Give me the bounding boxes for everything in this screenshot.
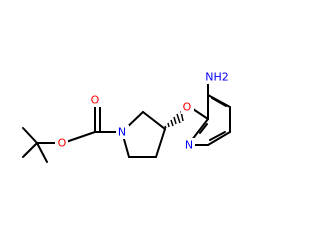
bond-pyr-inner-3	[199, 123, 208, 134]
carbonyl-oxygen-text: O	[91, 94, 100, 107]
bond-ring-c2-c3	[142, 111, 166, 130]
ester-oxygen-label: O	[55, 136, 68, 150]
ether-oxygen-label: O	[181, 100, 194, 114]
bond-ring-c3-c4	[155, 128, 166, 158]
amino-label: NH2	[201, 70, 231, 84]
pyridine-nitrogen-text: N	[185, 139, 193, 152]
carbonyl-oxygen-label: O	[89, 93, 102, 107]
ether-oxygen-text: O	[183, 101, 192, 114]
bond-pyr-inner-1	[211, 97, 227, 107]
stereo-hash-wedge	[164, 110, 184, 129]
molecule-structure: O O N O NH2 N	[22, 70, 231, 163]
pyrrolidine-nitrogen-text: N	[118, 126, 126, 139]
bond-pyr-c5-c6	[207, 131, 231, 146]
atom-labels: O O N O NH2 N	[55, 70, 231, 152]
bond-tbu-methyl-2	[22, 142, 38, 158]
pyridine-nitrogen-label: N	[182, 138, 195, 152]
bonds	[22, 103, 166, 163]
amino-text: NH2	[205, 71, 229, 84]
bond-o-carbonyl-c	[62, 131, 96, 144]
ester-oxygen-text: O	[58, 137, 67, 150]
bond-pyr-inner-2	[209, 131, 226, 141]
pyrrolidine-nitrogen-label: N	[116, 125, 129, 139]
bond-tbu-methyl-1	[22, 127, 38, 144]
bond-tbu-methyl-3	[36, 142, 48, 163]
pyridine-bonds	[187, 79, 231, 146]
